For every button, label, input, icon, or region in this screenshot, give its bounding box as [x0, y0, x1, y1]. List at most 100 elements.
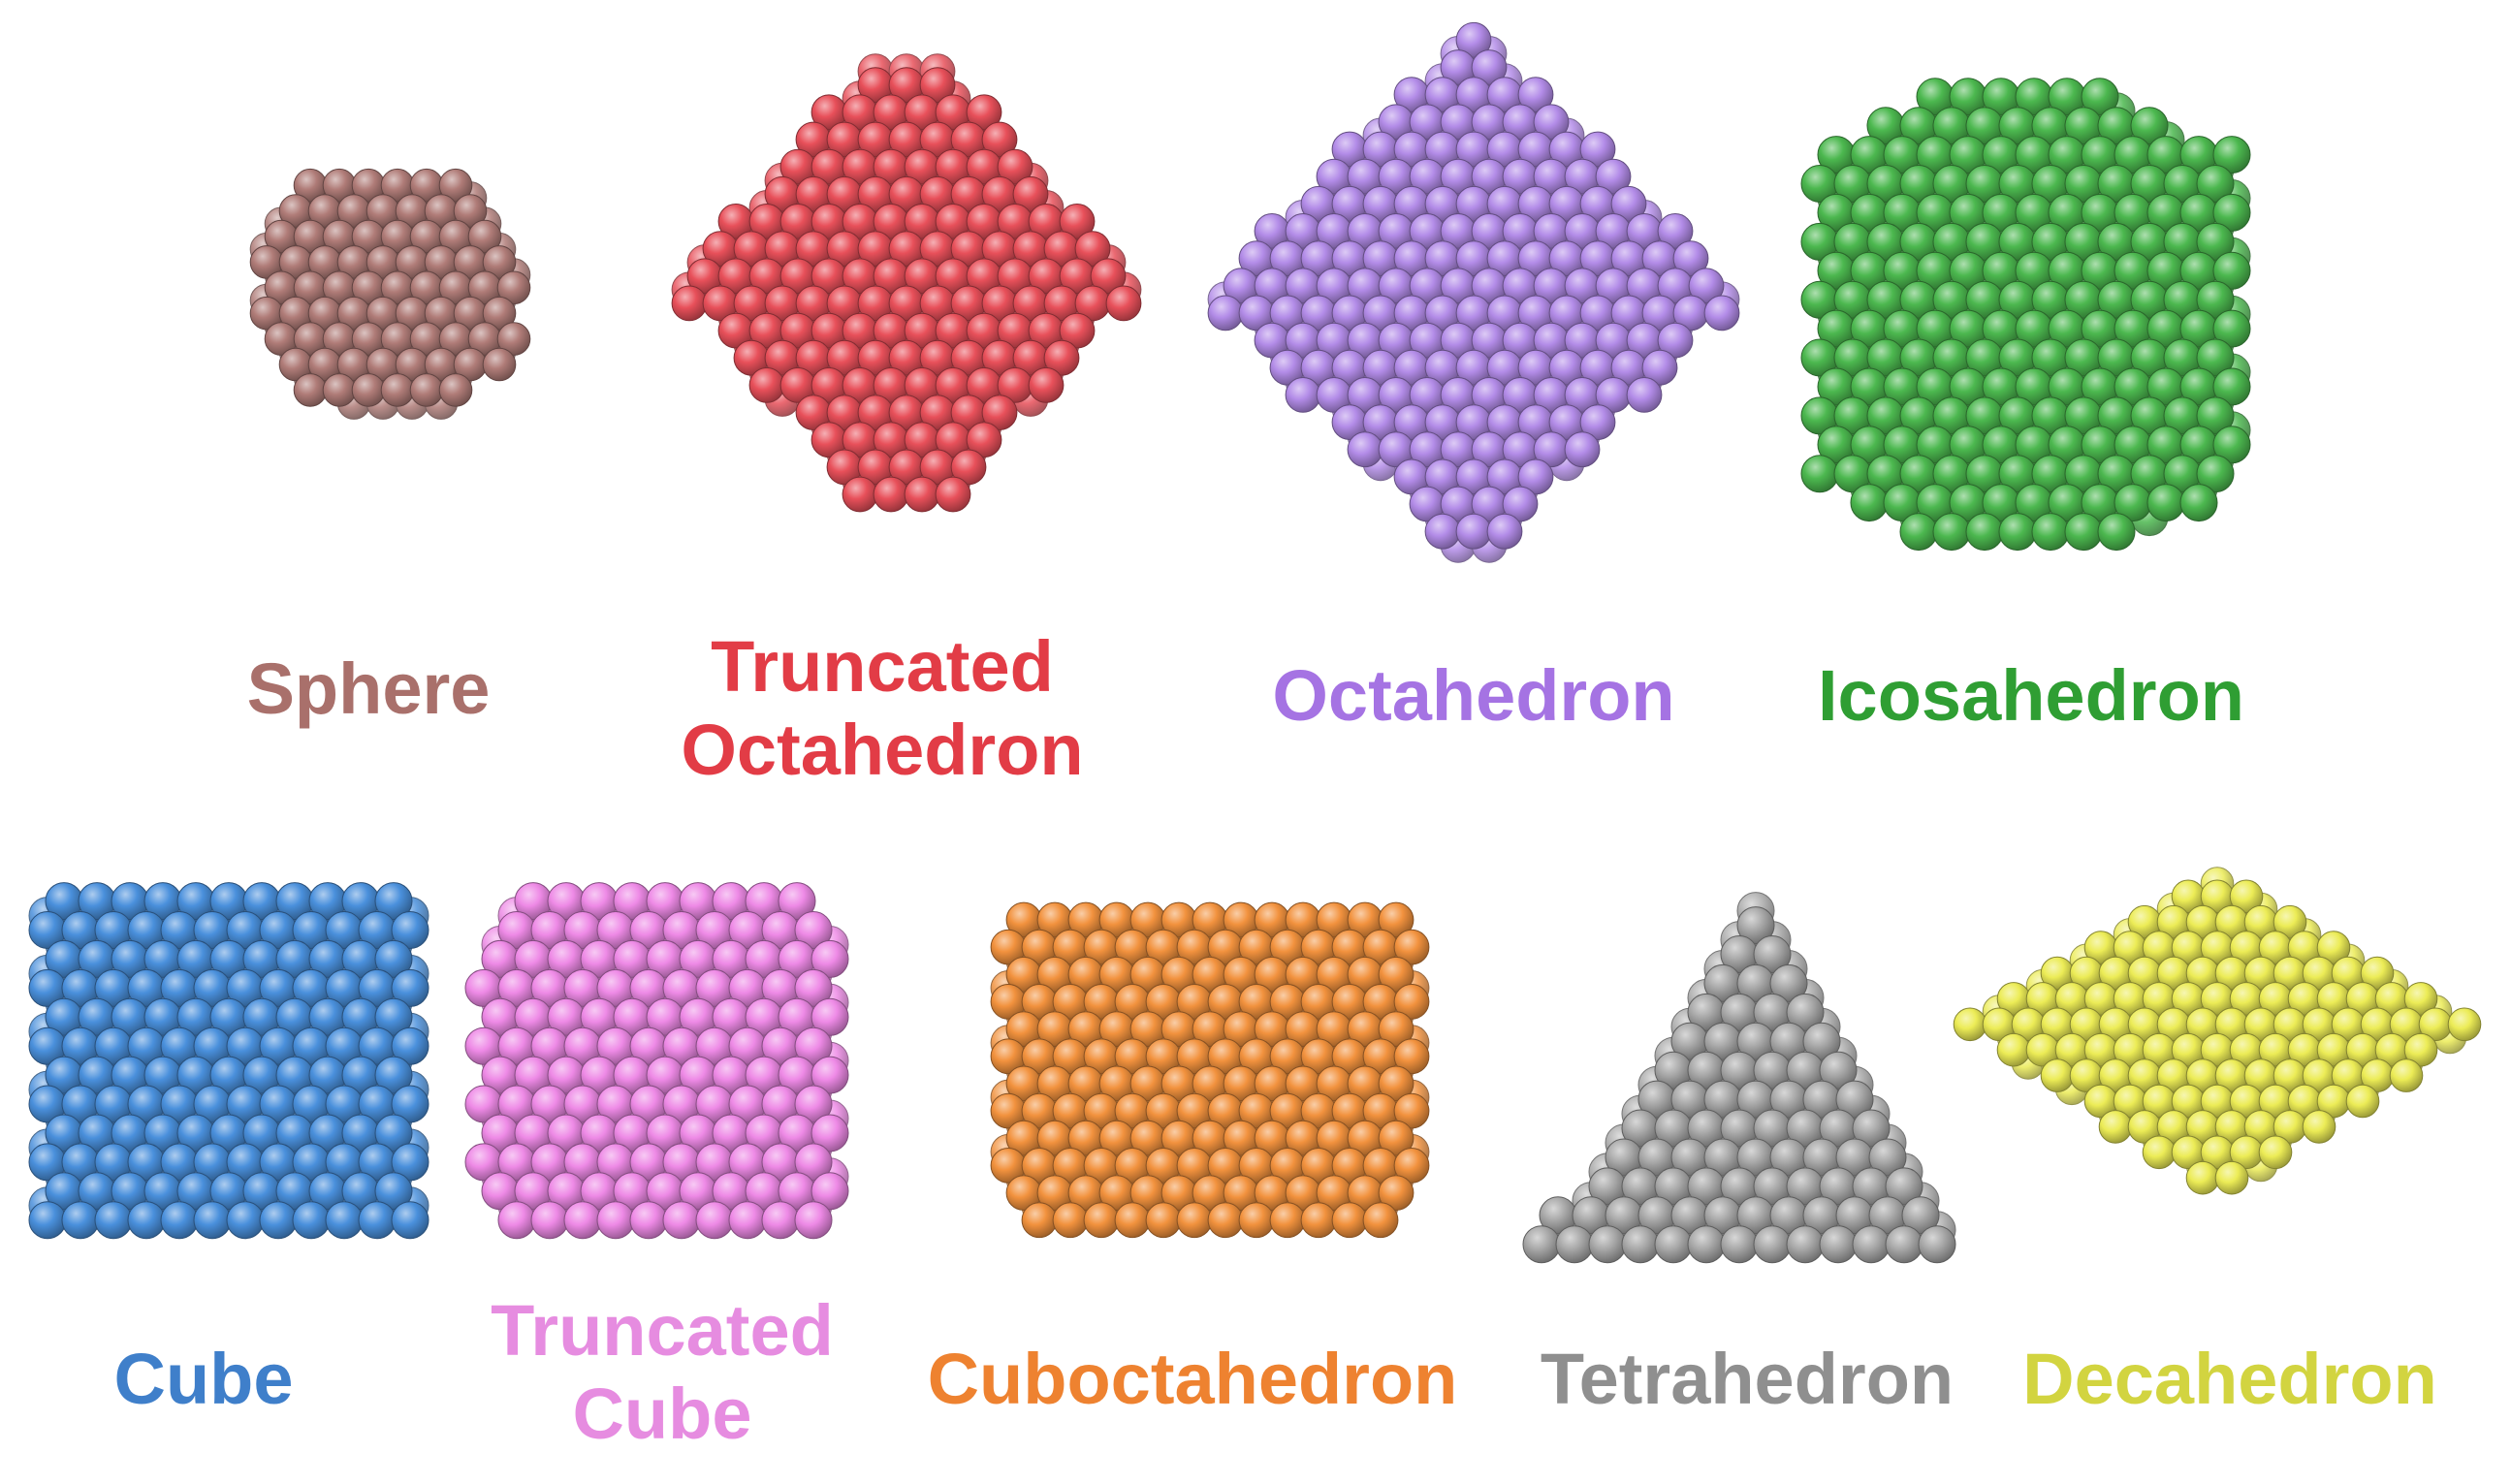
tetrahedron-label-line: Tetrahedron: [1540, 1339, 1955, 1419]
atom: [325, 1201, 364, 1240]
atom: [2040, 1058, 2075, 1092]
atom: [482, 245, 517, 279]
atom: [794, 1085, 833, 1123]
atom: [1362, 1202, 1399, 1239]
atom: [1819, 1225, 1858, 1264]
atom: [1207, 1202, 1244, 1239]
sphere-cluster: [249, 168, 531, 420]
atom: [2196, 338, 2235, 377]
atom: [2212, 426, 2251, 464]
atom: [2403, 1032, 2438, 1067]
decahedron-label: Decahedron: [2022, 1338, 2437, 1421]
atom: [1579, 131, 1616, 168]
atom: [380, 373, 415, 407]
atom: [2196, 280, 2235, 319]
atom: [293, 373, 328, 407]
atom: [761, 1201, 800, 1240]
atom: [358, 1201, 397, 1240]
atom: [322, 373, 357, 407]
atom: [1555, 1225, 1594, 1264]
atom: [1502, 486, 1539, 522]
cube-label: Cube: [114, 1338, 294, 1421]
atom: [1083, 1202, 1120, 1239]
atom: [1331, 1202, 1368, 1239]
atom: [1595, 158, 1632, 195]
atom: [28, 1201, 67, 1240]
cuboctahedron-front-layer: [990, 901, 1430, 1239]
atom: [1918, 1225, 1956, 1264]
atom: [2214, 1160, 2249, 1195]
atom: [2098, 1110, 2133, 1144]
decahedron-label-line: Decahedron: [2022, 1339, 2437, 1419]
atom: [1564, 431, 1601, 468]
atom: [919, 67, 956, 103]
atom: [1059, 312, 1096, 349]
atom: [935, 476, 971, 513]
atom: [950, 449, 987, 486]
icosahedron-front-layer: [1800, 78, 2251, 552]
truncated-cube-label-line: Truncated: [491, 1290, 834, 1371]
atom: [1868, 1138, 1907, 1177]
atom: [2097, 513, 2136, 552]
atom: [1114, 1202, 1151, 1239]
atom: [391, 1143, 429, 1182]
atom: [1471, 49, 1508, 85]
atom: [1998, 513, 2037, 552]
atom: [1021, 1202, 1058, 1239]
atom: [563, 1201, 602, 1240]
atom: [438, 168, 473, 203]
atom: [811, 1114, 849, 1152]
atom: [2212, 251, 2251, 290]
atom: [1176, 1202, 1213, 1239]
atom: [1486, 513, 1523, 550]
atom: [1703, 295, 1740, 332]
truncated-cube-cluster: [464, 882, 849, 1240]
decahedron-cluster: [1953, 867, 2482, 1195]
atom: [2212, 193, 2251, 232]
atom: [61, 1201, 100, 1240]
atom: [662, 1201, 701, 1240]
tetrahedron-cluster: [1522, 892, 1956, 1264]
atom: [1378, 1065, 1414, 1102]
octahedron-label: Octahedron: [1272, 654, 1674, 738]
atom: [127, 1201, 166, 1240]
atom: [2302, 1110, 2336, 1144]
atom: [391, 911, 429, 949]
sphere-front-layer: [249, 168, 531, 407]
atom: [981, 121, 1018, 158]
atom: [1393, 929, 1430, 965]
atom: [160, 1201, 199, 1240]
truncated-cube-label-line: Cube: [572, 1373, 752, 1454]
atom: [530, 1201, 569, 1240]
truncated-octahedron-cluster: [671, 53, 1142, 513]
atom: [1043, 339, 1080, 376]
atom: [1688, 268, 1725, 304]
atom: [1378, 1175, 1414, 1211]
atom: [1238, 1202, 1275, 1239]
atom: [1028, 367, 1065, 403]
decahedron-front-layer: [1953, 879, 2482, 1195]
atom: [596, 1201, 635, 1240]
atom: [1626, 377, 1663, 413]
atom: [2130, 107, 2169, 145]
atom: [2196, 222, 2235, 261]
atom: [794, 1201, 833, 1240]
atom: [1455, 513, 1492, 550]
atom: [2212, 367, 2251, 406]
atom: [1378, 901, 1414, 938]
atom: [409, 373, 444, 407]
atom: [1052, 1202, 1089, 1239]
atom: [496, 270, 531, 305]
atom: [496, 322, 531, 356]
atom: [1393, 984, 1430, 1020]
atom: [482, 347, 517, 382]
atom: [1145, 1202, 1182, 1239]
atom: [1850, 484, 1889, 522]
atom: [374, 1056, 413, 1094]
atom: [2196, 165, 2235, 203]
atom: [391, 1201, 429, 1240]
atom: [811, 939, 849, 978]
atom: [1105, 285, 1142, 322]
atom: [2212, 309, 2251, 348]
